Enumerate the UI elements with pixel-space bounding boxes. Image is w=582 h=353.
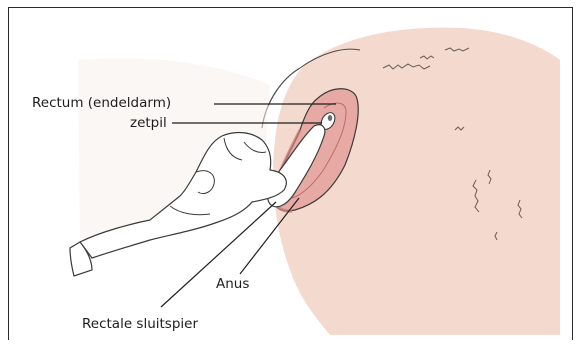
label-anus: Anus: [216, 276, 249, 292]
label-sphincter: Rectale sluitspier: [82, 316, 198, 332]
label-suppository: zetpil: [130, 115, 167, 131]
frame-bottom-gap: [6, 340, 576, 353]
suppository-tip: [328, 115, 332, 121]
label-rectum: Rectum (endeldarm): [32, 95, 171, 111]
